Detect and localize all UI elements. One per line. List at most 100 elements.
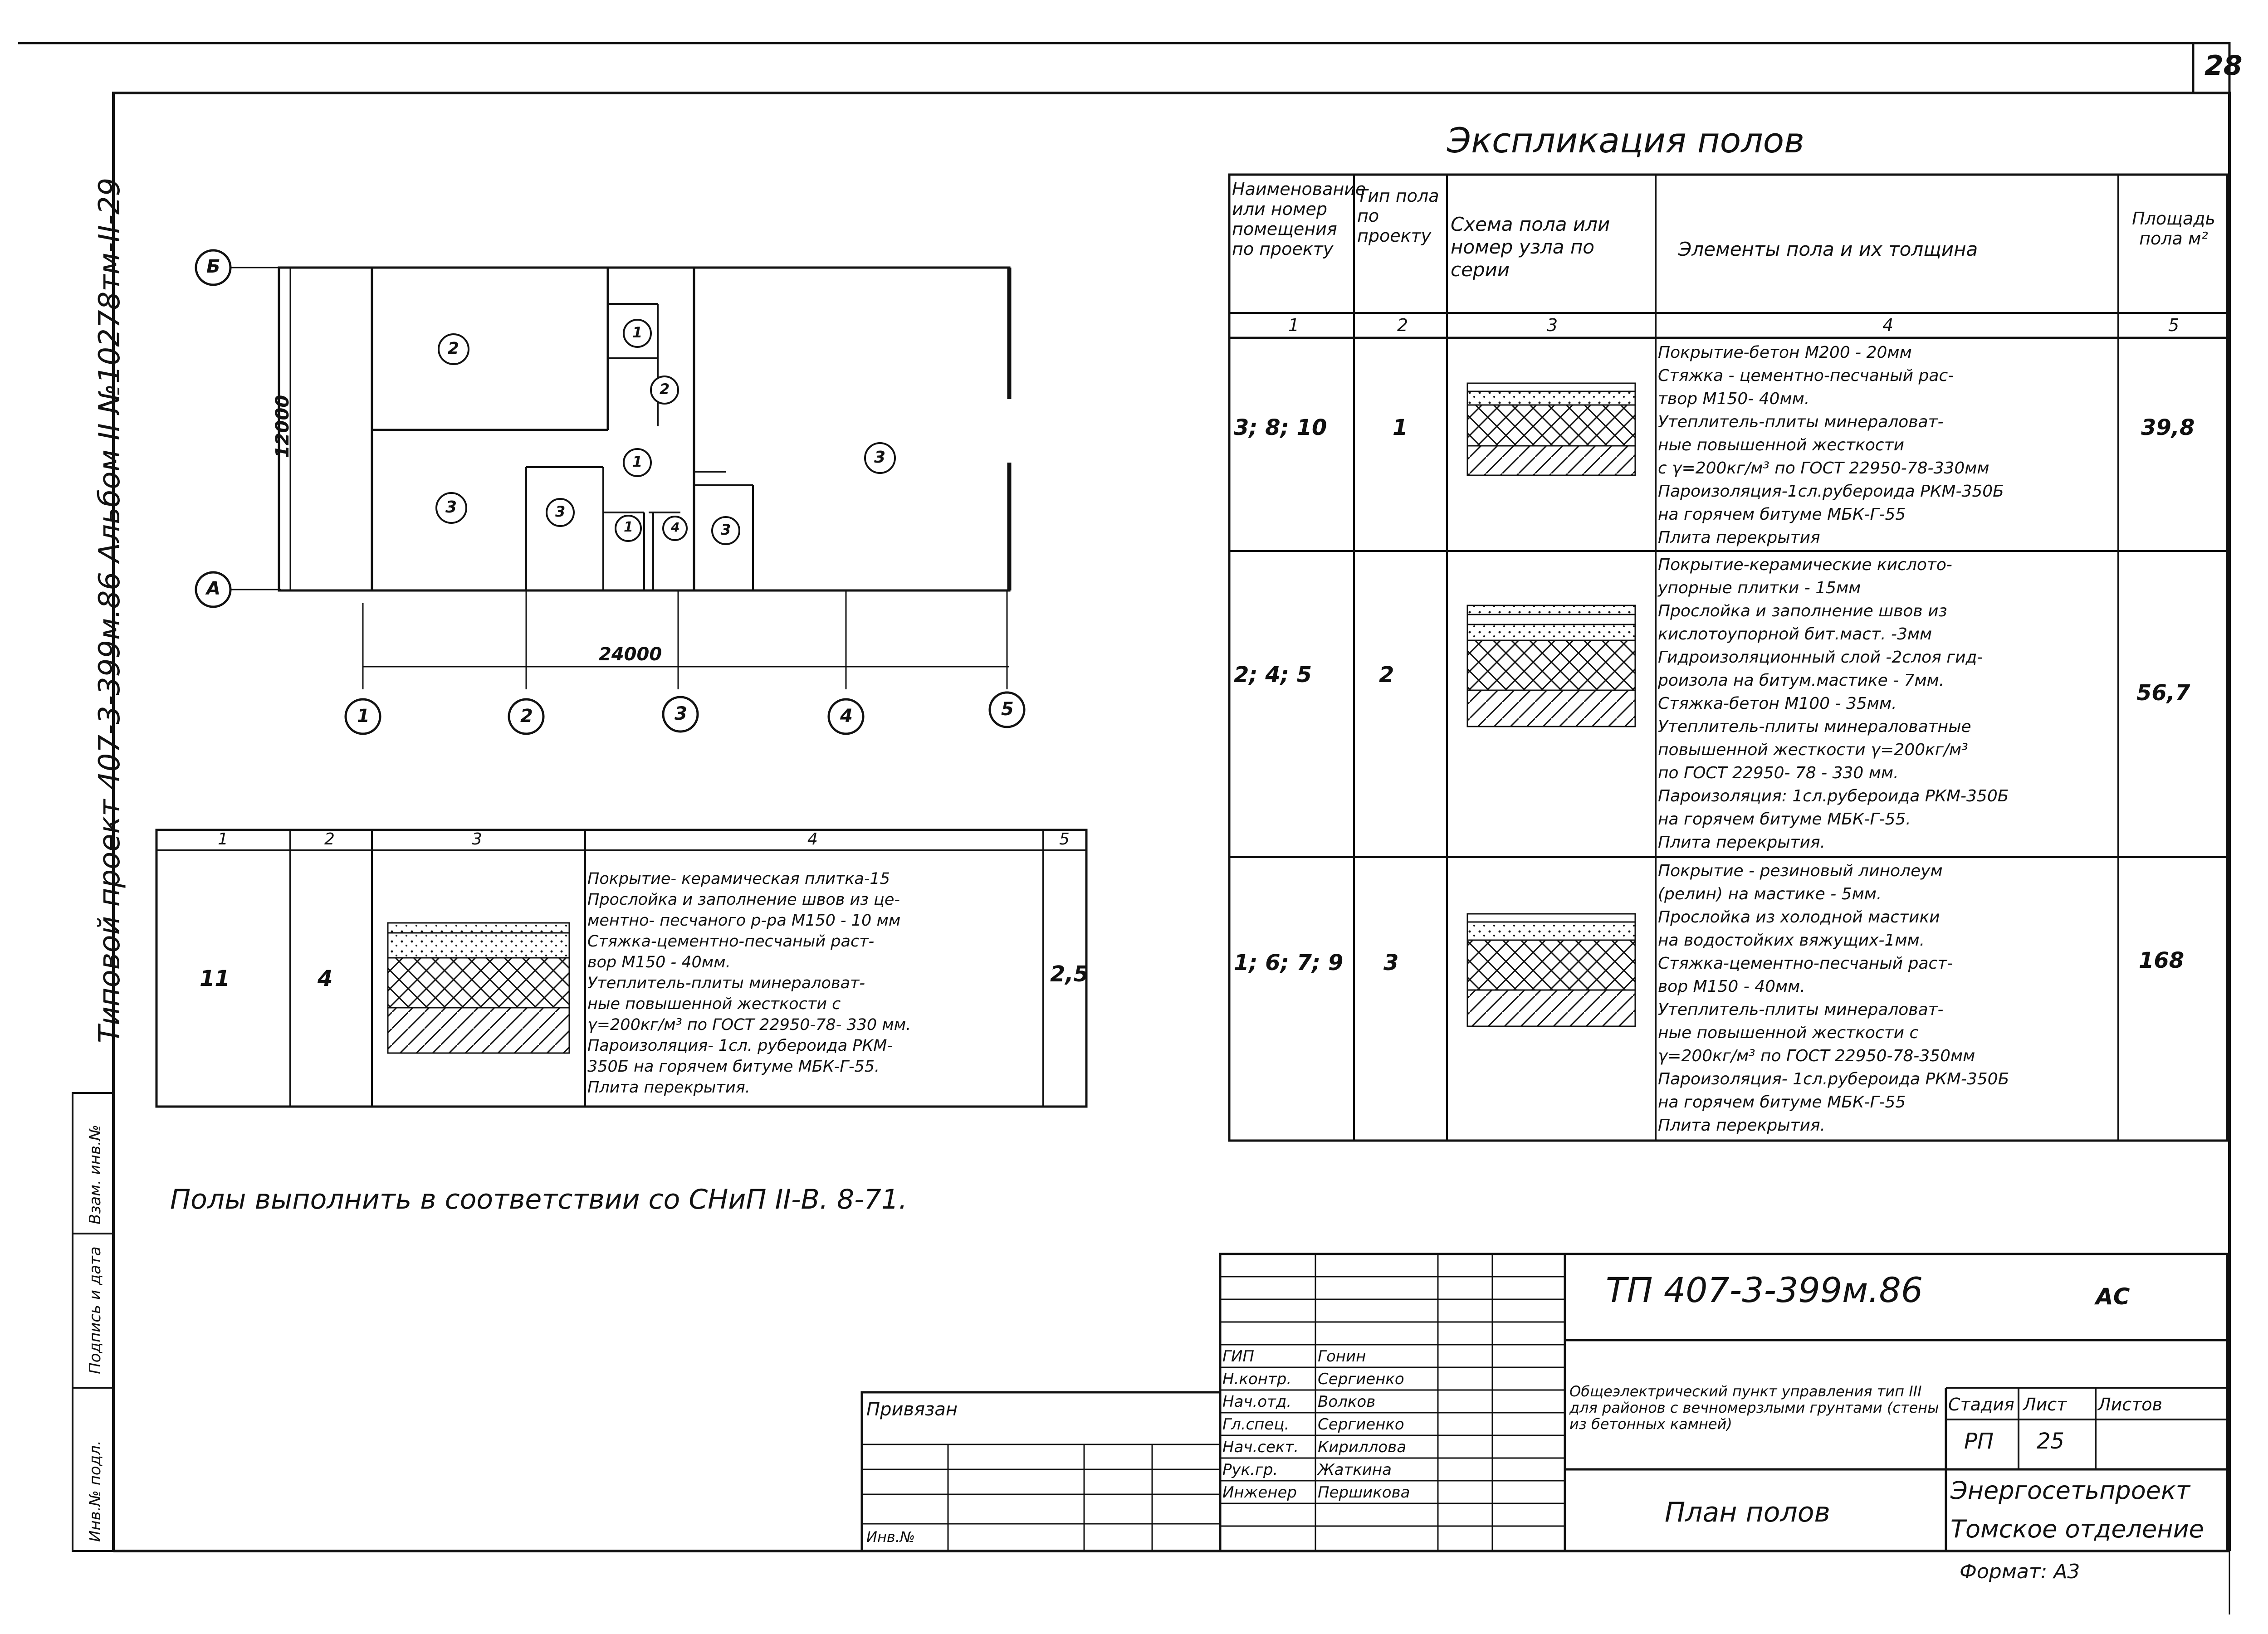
stamp-role: Инженер: [1222, 1483, 1297, 1502]
axis-label-4: 4: [840, 706, 853, 727]
floor-element-line: Пароизоляция- 1сл. рубероида РКМ-: [587, 1037, 893, 1055]
floor-element-line: Плита перекрытия.: [1658, 833, 1826, 852]
floor-element-line: по ГОСТ 22950- 78 - 330 мм.: [1658, 764, 1899, 782]
sheet-number: 28: [2204, 50, 2243, 82]
room-mark: 3: [721, 521, 731, 538]
explication-colnum-3: 3: [1547, 315, 1558, 335]
left-table-area: 2,5: [1050, 961, 1089, 987]
stamp-name: Жаткина: [1318, 1461, 1392, 1479]
note-text: Полы выполнить в соответствии со СНиП II…: [170, 1184, 908, 1215]
left-table-rooms: 11: [200, 966, 230, 991]
floor-element-line: Покрытие- керамическая плитка-15: [587, 870, 890, 888]
floor-scheme-2: [1466, 605, 1636, 727]
axis-label-3: 3: [675, 703, 687, 724]
stamp-name: Першикова: [1318, 1483, 1410, 1502]
explication-colnum-2: 2: [1397, 315, 1408, 335]
explication-header-4: Элементы пола и их толщина: [1678, 238, 1978, 260]
left-table-type: 4: [318, 966, 333, 991]
floor-element-line: Плита перекрытия: [1658, 528, 1820, 547]
org-branch: Томское отделение: [1950, 1515, 2204, 1543]
floor-element-line: Утеплитель-плиты минераловатные: [1658, 717, 1971, 736]
explication-row-area: 56,7: [2136, 680, 2190, 706]
floor-element-line: вор М150 - 40мм.: [587, 953, 731, 971]
floor-element-line: ные повышенной жесткости с: [587, 995, 841, 1013]
explication-header-2: Тип пола по проекту: [1357, 186, 1439, 246]
side-stamp-inv: Инв.№ подл.: [86, 1440, 104, 1542]
floor-element-line: (релин) на мастике - 5мм.: [1658, 885, 1882, 903]
stamp-name: Кириллова: [1318, 1438, 1407, 1456]
explication-colnum-4: 4: [1882, 315, 1894, 335]
floor-element-line: вор М150 - 40мм.: [1658, 977, 1805, 996]
floor-element-line: γ=200кг/м³ по ГОСТ 22950-78-350мм: [1658, 1047, 1975, 1065]
explication-header-5: Площадь пола м²: [2132, 209, 2215, 249]
axis-label-1: 1: [357, 706, 370, 727]
floor-element-line: на горячем битуме МБК-Г-55.: [1658, 810, 1911, 829]
stamp-name: Гонин: [1318, 1347, 1366, 1366]
room-mark: 4: [671, 520, 680, 535]
explication-row-area: 168: [2139, 948, 2185, 973]
room-mark: 1: [624, 519, 633, 535]
axis-label-b: Б: [206, 256, 220, 277]
floor-element-line: Пароизоляция-1сл.рубероида РКМ-350Б: [1658, 482, 2004, 501]
floor-element-line: роизола на битум.мастике - 7мм.: [1658, 671, 1945, 690]
stage-value: РП: [1964, 1429, 1994, 1454]
axis-label-5: 5: [1001, 699, 1014, 720]
floor-element-line: Стяжка-бетон М100 - 35мм.: [1658, 694, 1897, 713]
drawing-title: План полов: [1665, 1497, 1830, 1528]
format-label: Формат: А3: [1960, 1560, 2080, 1583]
axis-label-a: А: [206, 578, 220, 599]
stamp-name: Сергиенко: [1318, 1415, 1404, 1434]
sheet-label: Лист: [2023, 1395, 2067, 1415]
floor-element-line: ные повышенной жесткости с: [1658, 1024, 1919, 1042]
stamp-name: Сергиенко: [1318, 1370, 1404, 1388]
stage-label: Стадия: [1948, 1395, 2014, 1415]
room-mark: 3: [555, 503, 566, 520]
explication-title: Экспликация полов: [1447, 120, 1804, 161]
explication-header-3: Схема пола или номер узла по серии: [1451, 213, 1610, 281]
inv-no-label: Инв.№: [866, 1528, 915, 1546]
floor-element-line: Плита перекрытия.: [1658, 1116, 1826, 1135]
room-mark: 3: [445, 498, 457, 517]
org-name: Энергосетьпроект: [1950, 1476, 2190, 1505]
floor-element-line: c γ=200кг/м³ по ГОСТ 22950-78-330мм: [1658, 459, 1989, 478]
explication-colnum-1: 1: [1288, 315, 1300, 335]
floor-element-line: Утеплитель-плиты минераловат-: [1658, 1000, 1944, 1019]
side-stamp-sign: Подпись и дата: [86, 1246, 104, 1374]
floor-element-line: Покрытие - резиновый линолеум: [1658, 862, 1943, 880]
left-table-colnum-4: 4: [807, 830, 818, 849]
explication-row-type: 3: [1383, 950, 1399, 976]
floor-element-line: на горячем битуме МБК-Г-55: [1658, 505, 1906, 524]
stamp-role: Гл.спец.: [1222, 1415, 1290, 1434]
axis-label-2: 2: [520, 706, 533, 727]
explication-row-rooms: 1; 6; 7; 9: [1234, 950, 1344, 976]
floor-element-line: Стяжка - цементно-песчаный рас-: [1658, 366, 1954, 385]
floor-element-line: Стяжка-цементно-песчаный раст-: [1658, 954, 1953, 973]
floor-element-line: на горячем битуме МБК-Г-55: [1658, 1093, 1906, 1112]
explication-row-elements: Покрытие-керамические кислото-упорные пл…: [1658, 553, 2116, 854]
floor-element-line: Покрытие-керамические кислото-: [1658, 556, 1952, 574]
stamp-name: Волков: [1318, 1393, 1376, 1411]
floor-element-line: Пароизоляция- 1сл.рубероида РКМ-350Б: [1658, 1070, 2009, 1088]
room-mark: 3: [874, 448, 886, 467]
dim-height: 12000: [272, 395, 293, 458]
left-table-colnum-2: 2: [324, 830, 335, 849]
left-table-colnum-3: 3: [472, 830, 482, 849]
room-mark: 1: [632, 453, 643, 470]
room-mark: 2: [660, 380, 670, 398]
side-title: Типовой проект 407-3-399м.86 Альбом II №…: [93, 177, 127, 1043]
floor-element-line: Покрытие-бетон М200 - 20мм: [1658, 343, 1912, 362]
explication-row-type: 1: [1393, 415, 1408, 440]
left-table-colnum-5: 5: [1059, 830, 1070, 849]
explication-row-area: 39,8: [2141, 415, 2195, 440]
object-name: Общеэлектрический пункт управления тип I…: [1569, 1383, 1939, 1433]
explication-row-type: 2: [1379, 662, 1394, 688]
explication-row-rooms: 3; 8; 10: [1234, 415, 1327, 440]
stamp-role: Нач.отд.: [1222, 1393, 1292, 1411]
floor-element-line: γ=200кг/м³ по ГОСТ 22950-78- 330 мм.: [587, 1016, 911, 1034]
floor-element-line: ментно- песчаного р-ра М150 - 10 мм: [587, 912, 901, 930]
